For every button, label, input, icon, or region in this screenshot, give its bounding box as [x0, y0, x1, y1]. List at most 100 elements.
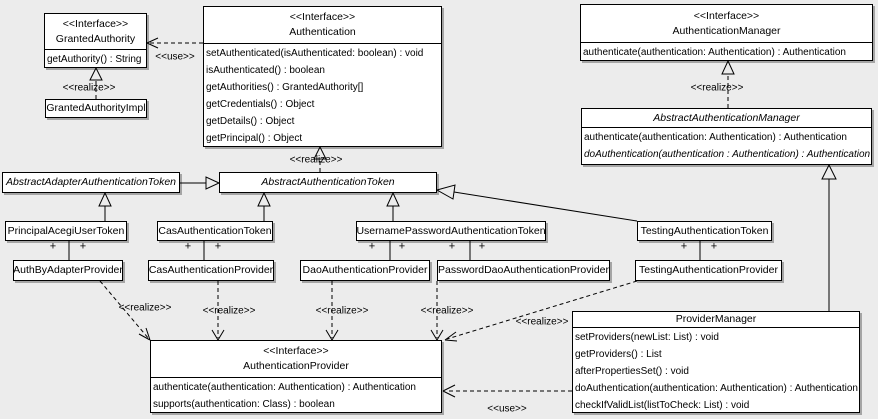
- association-plus: +: [478, 240, 486, 253]
- association-plus: +: [79, 240, 87, 253]
- realize-label: <<realize>>: [62, 82, 116, 94]
- association-plus: +: [49, 240, 57, 253]
- realize-label: <<realize>>: [118, 302, 172, 314]
- triangle-arrow-principal-token: [98, 191, 112, 207]
- class-name: AbstractAdapterAuthenticationToken: [5, 176, 177, 188]
- method: authenticate(authentication: Authenticat…: [583, 47, 846, 58]
- method: doAuthentication(authentication: Authent…: [575, 383, 858, 394]
- triangle-arrow-username-token: [386, 191, 400, 207]
- realize-label: <<realize>>: [289, 154, 343, 166]
- class-authentication: <<Interface>> Authentication setAuthenti…: [203, 6, 442, 147]
- stereotype-label: <<Interface>>: [693, 9, 760, 22]
- method: getProviders() : List: [575, 349, 662, 360]
- triangle-arrow-cas-token: [257, 191, 271, 207]
- class-name: DaoAuthenticationProvider: [302, 264, 428, 276]
- method-list: setProviders(newList: List) : void getPr…: [573, 328, 859, 414]
- method: getPrincipal() : Object: [206, 133, 303, 144]
- open-arrow-casprovider: [211, 329, 225, 341]
- method-list: authenticate(authentication: Authenticat…: [581, 43, 872, 61]
- class-header: <<Interface>> Authentication: [204, 7, 441, 44]
- class-granted-authority-impl: GrantedAuthorityImpl: [45, 99, 147, 118]
- triangle-arrow-provider-manager: [821, 163, 837, 180]
- method: getAuthority() : String: [47, 54, 142, 65]
- association-plus: +: [398, 240, 406, 253]
- realize-label: <<realize>>: [315, 305, 369, 317]
- stereotype-label: <<Interface>>: [263, 345, 329, 357]
- class-header: <<Interface>> AuthenticationManager: [581, 5, 872, 43]
- method: afterPropertiesSet() : void: [575, 366, 689, 377]
- method-list: setAuthenticated(isAuthenticated: boolea…: [204, 44, 441, 147]
- method-list: getAuthority() : String: [45, 50, 146, 68]
- association-plus: +: [184, 240, 192, 253]
- use-label: <<use>>: [487, 403, 527, 415]
- class-username-password-authentication-token: UsernamePasswordAuthenticationToken: [356, 221, 546, 241]
- method-list: authenticate(authentication: Authenticat…: [151, 378, 441, 413]
- class-cas-authentication-provider: CasAuthenticationProvider: [148, 260, 274, 281]
- association-plus: +: [214, 240, 222, 253]
- class-password-dao-authentication-provider: PasswordDaoAuthenticationProvider: [437, 260, 610, 281]
- class-name: AuthenticationManager: [672, 24, 781, 37]
- method: checkIfValidList(listToCheck: List) : vo…: [575, 400, 750, 411]
- class-header: AbstractAuthenticationManager: [582, 109, 871, 128]
- class-name: PrincipalAcegiUserToken: [7, 224, 125, 237]
- class-name: PasswordDaoAuthenticationProvider: [438, 264, 610, 276]
- class-name: AuthByAdapterProvider: [13, 264, 123, 276]
- method: setProviders(newList: List) : void: [575, 332, 719, 343]
- method: getCredentials() : Object: [206, 99, 315, 110]
- association-plus: +: [710, 240, 718, 253]
- method: supports(authentication: Class) : boolea…: [153, 399, 335, 410]
- method: getAuthorities() : GrantedAuthority[]: [206, 82, 364, 93]
- realize-label: <<realize>>: [515, 316, 569, 328]
- method: doAuthentication(authentication : Authen…: [584, 149, 871, 160]
- class-testing-authentication-token: TestingAuthenticationToken: [637, 221, 772, 241]
- class-abstract-authentication-token: AbstractAuthenticationToken: [219, 172, 437, 193]
- class-header: ProviderManager: [573, 312, 859, 328]
- open-arrow-authbyadapter: [138, 327, 151, 341]
- class-cas-authentication-token: CasAuthenticationToken: [157, 221, 273, 241]
- class-authentication-provider: <<Interface>> AuthenticationProvider aut…: [150, 340, 442, 413]
- class-dao-authentication-provider: DaoAuthenticationProvider: [300, 260, 430, 281]
- class-name: UsernamePasswordAuthenticationToken: [356, 224, 546, 237]
- class-auth-by-adapter-provider: AuthByAdapterProvider: [13, 260, 123, 281]
- class-name: TestingAuthenticationToken: [640, 224, 769, 237]
- open-arrow-use-grantedauthority: [146, 37, 159, 49]
- method-list: authenticate(authentication: Authenticat…: [582, 128, 871, 163]
- class-provider-manager: ProviderManager setProviders(newList: Li…: [572, 311, 860, 413]
- class-name: CasAuthenticationToken: [158, 224, 272, 237]
- realize-label: <<realize>>: [690, 82, 744, 94]
- stereotype-label: <<Interface>>: [62, 17, 129, 30]
- realize-label: <<realize>>: [420, 305, 474, 317]
- class-abstract-adapter-authentication-token: AbstractAdapterAuthenticationToken: [2, 172, 180, 193]
- association-plus: +: [368, 240, 376, 253]
- triangle-arrow-testing-token: [435, 184, 456, 200]
- stereotype-label: <<Interface>>: [289, 11, 356, 23]
- use-label: <<use>>: [155, 51, 195, 63]
- class-name: TestingAuthenticationProvider: [639, 264, 778, 276]
- class-header: <<Interface>> GrantedAuthority: [45, 14, 146, 50]
- class-authentication-manager: <<Interface>> AuthenticationManager auth…: [580, 4, 873, 61]
- method: getDetails() : Object: [206, 116, 295, 127]
- method: setAuthenticated(isAuthenticated: boolea…: [206, 48, 424, 59]
- triangle-arrow-grantedauthorityimpl: [89, 66, 103, 81]
- class-name: AbstractAuthenticationManager: [653, 111, 800, 124]
- method: authenticate(authentication: Authenticat…: [153, 382, 416, 393]
- class-name: AbstractAuthenticationToken: [261, 176, 395, 188]
- open-arrow-daoprovider: [325, 329, 339, 341]
- class-abstract-authentication-manager: AbstractAuthenticationManager authentica…: [581, 108, 872, 165]
- class-header: <<Interface>> AuthenticationProvider: [151, 341, 441, 378]
- open-arrow-passworddaoprovider: [430, 329, 444, 341]
- class-name: GrantedAuthority: [55, 32, 136, 45]
- class-name: AuthenticationProvider: [243, 360, 349, 372]
- open-arrow-use-providermanager: [442, 384, 456, 398]
- triangle-arrow-adapter-token: [205, 176, 221, 190]
- class-name: GrantedAuthorityImpl: [46, 102, 146, 114]
- class-name: ProviderManager: [675, 313, 757, 325]
- class-testing-authentication-provider: TestingAuthenticationProvider: [635, 260, 782, 281]
- generalization-line-testing-token: [453, 191, 638, 222]
- class-principal-acegi-user-token: PrincipalAcegiUserToken: [5, 221, 127, 241]
- class-granted-authority: <<Interface>> GrantedAuthority getAuthor…: [44, 13, 147, 68]
- association-plus: +: [680, 240, 688, 253]
- class-name: Authentication: [289, 26, 356, 38]
- association-plus: +: [448, 240, 456, 253]
